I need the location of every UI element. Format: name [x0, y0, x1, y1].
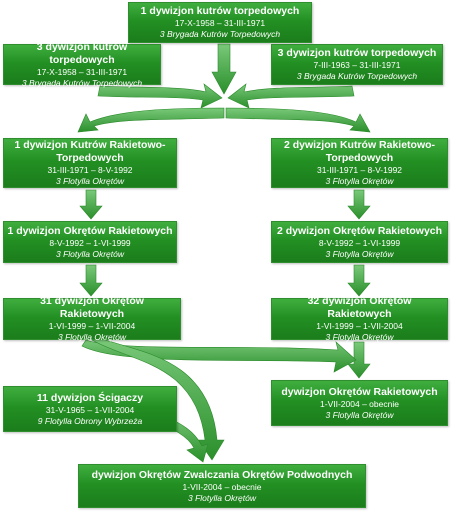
unit-parent: 3 Brygada Kutrów Torpedowych: [296, 71, 418, 81]
unit-parent: 3 Flotylla Okrętów: [187, 492, 257, 503]
unit-dates: 1-VII-2004 – obecnie: [320, 398, 399, 409]
unit-title: 2 dywizjon Kutrów Rakietowo-Torpedowych: [283, 139, 436, 164]
arrow-u3-merge: [97, 83, 223, 109]
unit-dates: 31-III-1971 – 8-V-1992: [316, 165, 403, 175]
unit-dates: 1-VI-1999 – 1-VII-2004: [48, 321, 136, 331]
unit-title: 1 dywizjon kutrów torpedowych: [140, 5, 300, 17]
unit-parent: 3 Flotylla Okrętów: [325, 409, 394, 420]
unit-dates: 17-X-1958 – 31-III-1971: [174, 18, 266, 28]
arrow-o2-o32: [347, 264, 371, 297]
unit-box-dzop: dywizjon Okrętów Zwalczania Okrętów Podw…: [78, 464, 366, 508]
arrow-u1-down: [211, 43, 237, 95]
unit-parent: 3 Brygada Kutrów Torpedowych: [159, 29, 281, 39]
unit-title: dywizjon Okrętów Zwalczania Okrętów Podw…: [91, 468, 353, 481]
unit-title: dywizjon Okrętów Rakietowych: [281, 385, 438, 398]
arrow-to-r2: [225, 107, 371, 133]
arrow-r1-o1: [79, 189, 103, 220]
arrow-o32-dor: [347, 341, 371, 379]
unit-parent: 3 Flotylla Okrętów: [325, 332, 394, 342]
unit-dates: 17-X-1958 – 31-III-1971: [36, 66, 128, 77]
unit-dates: 1-VI-1999 – 1-VII-2004: [316, 321, 403, 331]
unit-dates: 31-V-1965 – 1-VII-2004: [45, 404, 135, 415]
unit-title: 32 dywizjon Okrętów Rakietowych: [307, 295, 412, 320]
unit-parent: 3 Flotylla Okrętów: [55, 176, 125, 186]
arrow-o1-o31: [79, 264, 103, 297]
unit-title: 2 dywizjon Okrętów Rakietowych: [276, 224, 443, 237]
unit-title: 31 dywizjon Okrętów Rakietowych: [40, 295, 144, 320]
unit-dates: 1-VII-2004 – obecnie: [182, 481, 262, 492]
unit-title: 3 dywizjon kutrów torpedowych: [36, 40, 128, 66]
unit-title: 3 dywizjon kutrów torpedowych: [277, 47, 437, 59]
unit-dates: 31-III-1971 – 8-V-1992: [47, 165, 133, 175]
unit-title: 11 dywizjon Ścigaczy: [36, 391, 144, 404]
unit-dates: 7-III-1963 – 31-III-1971: [313, 60, 401, 70]
arrow-o31-dzop: [91, 337, 225, 461]
unit-dates: 8-V-1992 – 1-VI-1999: [49, 237, 131, 248]
unit-parent: 3 Flotylla Okrętów: [325, 176, 394, 186]
arrow-r2-o2: [347, 189, 371, 220]
unit-parent: 3 Flotylla Okrętów: [55, 248, 125, 259]
unit-parent: 3 Flotylla Okrętów: [325, 248, 394, 259]
unit-parent: 3 Flotylla Okrętów: [57, 332, 127, 342]
arrow-o31-dor: [81, 339, 357, 373]
unit-parent: 9 Flotylla Obrony Wybrzeża: [37, 415, 143, 426]
unit-parent: 3 Brygada Kutrów Torpedowych: [21, 77, 143, 88]
arrow-to-r1: [77, 107, 225, 133]
unit-title: 1 dywizjon Okrętów Rakietowych: [7, 224, 173, 237]
unit-title: 1 dywizjon Kutrów Rakietowo-Torpedowych: [14, 139, 166, 164]
arrow-u3b-merge: [227, 83, 355, 109]
unit-dates: 8-V-1992 – 1-VI-1999: [318, 237, 401, 248]
